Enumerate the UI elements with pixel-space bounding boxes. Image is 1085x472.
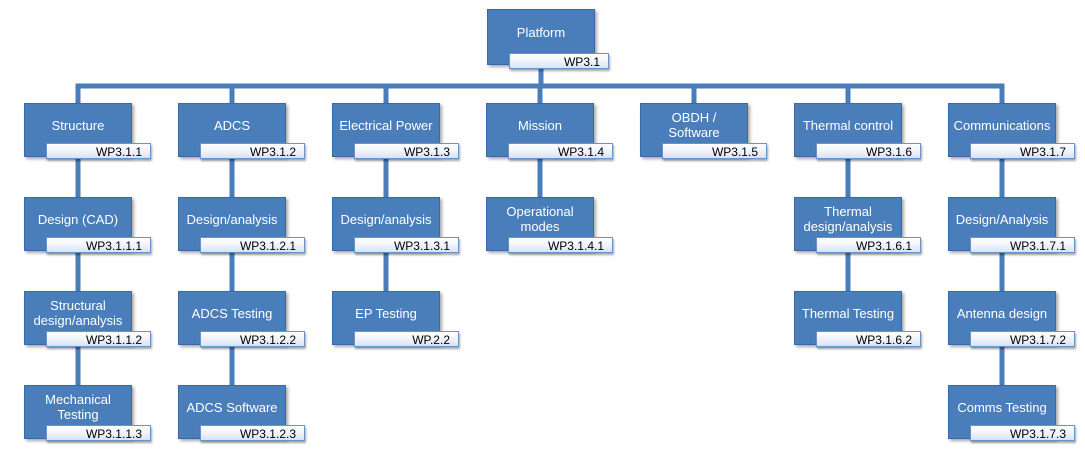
node-code-label: WP3.1.6.2 bbox=[816, 331, 921, 347]
node-code-label: WP3.1.6.1 bbox=[816, 237, 921, 253]
node-label: Electrical Power bbox=[332, 103, 440, 157]
node-code-label: WP3.1.2.2 bbox=[200, 331, 305, 347]
node-code-label: WP3.1.1.3 bbox=[46, 425, 151, 441]
node-code-label: WP3.1.3 bbox=[354, 143, 459, 159]
node-code-label: WP3.1.3.1 bbox=[354, 237, 459, 253]
node-code-label: WP.2.2 bbox=[354, 331, 459, 347]
node-code-label: WP3.1.4.1 bbox=[508, 237, 613, 253]
node-code-label: WP3.1.4 bbox=[508, 143, 613, 159]
node-code-label: WP3.1.5 bbox=[662, 143, 767, 159]
node-code-label: WP3.1.2.1 bbox=[200, 237, 305, 253]
node-code-label: WP3.1.2.3 bbox=[200, 425, 305, 441]
node-design-cad: Design (CAD)WP3.1.1.1 bbox=[24, 197, 154, 269]
node-code-label: WP3.1.2 bbox=[200, 143, 305, 159]
node-code-label: WP3.1.7 bbox=[970, 143, 1075, 159]
node-code-label: WP3.1.1 bbox=[46, 143, 151, 159]
node-code-label: WP3.1.7.2 bbox=[970, 331, 1075, 347]
node-code-label: WP3.1.7.3 bbox=[970, 425, 1075, 441]
node-code-label: WP3.1.7.1 bbox=[970, 237, 1075, 253]
node-code-label: WP3.1 bbox=[509, 53, 609, 69]
node-code-label: WP3.1.1.1 bbox=[46, 237, 151, 253]
node-code-label: WP3.1.6 bbox=[816, 143, 921, 159]
node-code-label: WP3.1.1.2 bbox=[46, 331, 151, 347]
